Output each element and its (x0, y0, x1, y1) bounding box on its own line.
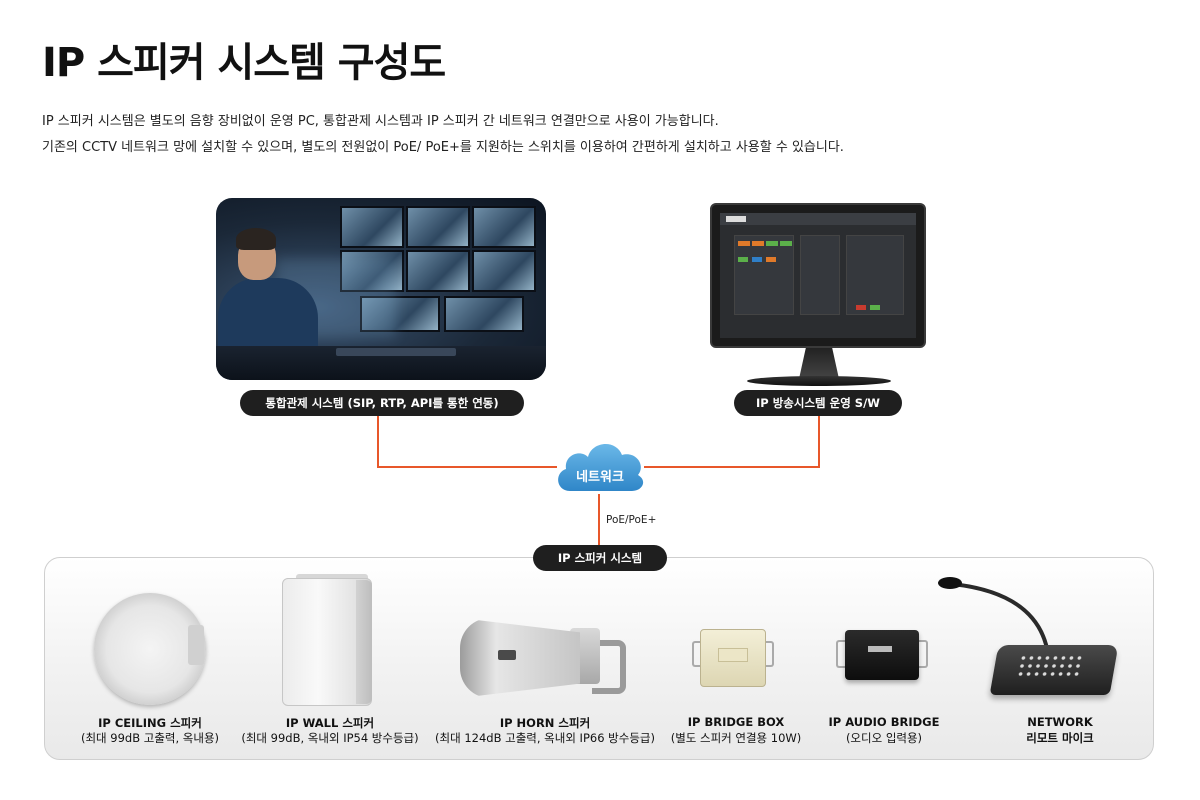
poe-label: PoE/PoE+ (606, 514, 657, 526)
wire-sw-down (818, 416, 820, 468)
device-name: IP WALL 스피커 (285, 716, 375, 730)
horn-speaker-image (460, 618, 580, 698)
device-name: IP HORN 스피커 (499, 716, 591, 730)
wire-control-to-cloud (377, 466, 557, 468)
ceiling-speaker-image (94, 593, 206, 705)
software-screen (720, 213, 916, 338)
description-line-1: IP 스피커 시스템은 별도의 음향 장비없이 운영 PC, 통합관제 시스템과… (42, 114, 719, 129)
device-spec: (최대 99dB 고출력, 옥내용) (80, 731, 220, 745)
ip-speaker-system-label: IP 스피커 시스템 (533, 545, 667, 571)
control-system-label: 통합관제 시스템 (SIP, RTP, API를 통한 연동) (240, 390, 524, 416)
audio-bridge-image (845, 630, 919, 680)
device-name: NETWORK (1027, 715, 1093, 729)
gooseneck-mic-icon (938, 577, 1050, 655)
wire-control-down (377, 416, 379, 468)
device-spec: 리모트 마이크 (1026, 731, 1094, 745)
network-label: 네트워크 (576, 470, 624, 485)
broadcast-monitor (710, 203, 926, 348)
device-spec: (별도 스피커 연결용 10W) (670, 731, 802, 745)
device-spec: (오디오 입력용) (845, 731, 923, 745)
device-name: IP BRIDGE BOX (687, 715, 785, 729)
device-spec: (최대 99dB, 옥내외 IP54 방수등급) (241, 731, 419, 745)
monitor-base (747, 376, 891, 386)
wire-sw-to-cloud (644, 466, 820, 468)
monitor-stand (799, 348, 839, 378)
broadcast-sw-label: IP 방송시스템 운영 S/W (734, 390, 902, 416)
device-spec: (최대 124dB 고출력, 옥내외 IP66 방수등급) (435, 731, 655, 745)
page-title: IP 스피커 시스템 구성도 (42, 40, 446, 86)
network-cloud-icon (558, 443, 644, 491)
device-name: IP CEILING 스피커 (98, 716, 202, 730)
device-name: IP AUDIO BRIDGE (828, 715, 940, 729)
poe-wire (598, 494, 600, 546)
video-wall (340, 206, 540, 336)
description-line-2: 기존의 CCTV 네트워크 망에 설치할 수 있으며, 별도의 전원없이 PoE… (42, 140, 844, 155)
control-room-photo (216, 198, 546, 380)
